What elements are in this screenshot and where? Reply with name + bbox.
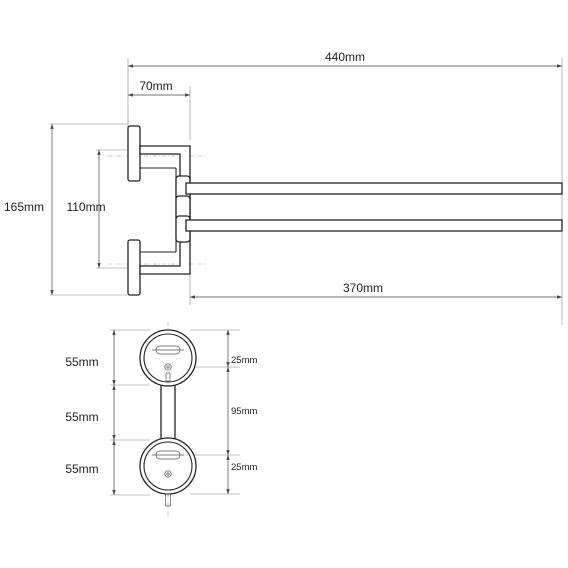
bottom-section-label: 55mm	[65, 462, 98, 476]
overall-height-label: 165mm	[4, 200, 44, 214]
front-extension-lines	[110, 329, 240, 496]
front-view: 55mm 55mm 55mm 25mm 95mm 25mm	[65, 322, 257, 520]
side-view: 440mm 70mm 165mm 110mm 370mm	[4, 50, 563, 325]
upper-rosette	[139, 329, 197, 387]
dimension-top-hole-offset: 25mm	[226, 330, 257, 367]
bracket-depth-label: 70mm	[139, 79, 172, 93]
upper-rail	[185, 182, 563, 195]
dimension-middle-section: 55mm	[65, 385, 116, 440]
dimension-top-section: 55mm	[65, 330, 116, 385]
overall-length-label: 440mm	[325, 50, 365, 64]
side-center-lines	[108, 155, 205, 265]
connecting-post	[160, 383, 176, 445]
lower-rail	[185, 219, 563, 232]
dimension-mount-spacing: 110mm	[66, 150, 106, 268]
top-hole-offset-label: 25mm	[231, 355, 257, 366]
lower-rosette	[139, 437, 197, 507]
upper-wall-plate	[127, 125, 141, 182]
arm-length-label: 370mm	[343, 281, 383, 295]
dimension-bottom-section: 55mm	[65, 440, 116, 495]
dimension-bracket-depth: 70mm	[128, 79, 190, 97]
mount-spacing-label: 110mm	[66, 200, 105, 214]
dimension-bottom-hole-offset: 25mm	[226, 455, 257, 494]
lower-wall-plate	[127, 239, 141, 296]
bottom-hole-offset-label: 25mm	[231, 462, 257, 473]
dimension-overall-height: 165mm	[4, 124, 54, 295]
dimension-arm-length: 370mm	[190, 281, 562, 299]
hole-spacing-label: 95mm	[231, 406, 257, 417]
top-section-label: 55mm	[65, 355, 98, 369]
dimension-overall-length: 440mm	[128, 50, 562, 68]
dimension-hole-spacing: 95mm	[226, 367, 257, 455]
middle-section-label: 55mm	[65, 410, 98, 424]
